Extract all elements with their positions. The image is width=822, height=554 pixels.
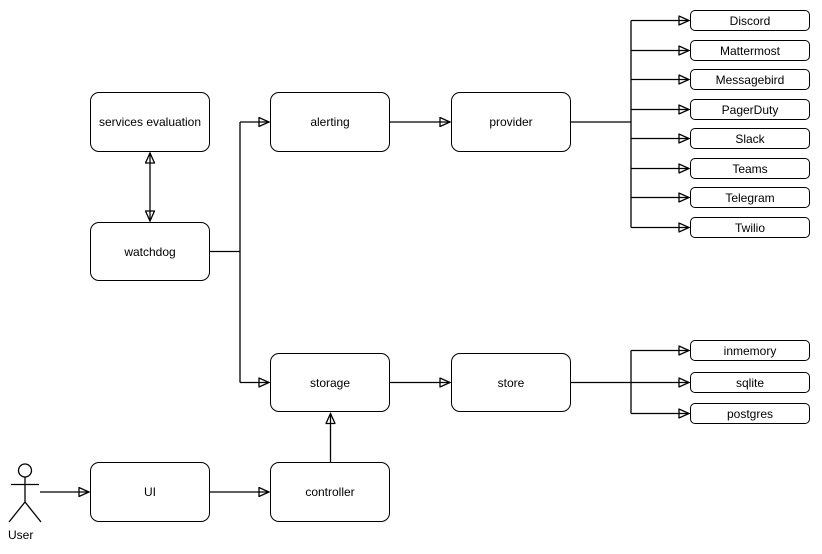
node-alerting-label: alerting bbox=[310, 115, 350, 129]
node-services-evaluation: services evaluation bbox=[90, 92, 210, 152]
node-watchdog: watchdog bbox=[90, 222, 210, 281]
node-watchdog-label: watchdog bbox=[124, 244, 176, 259]
node-postgres: postgres bbox=[690, 403, 810, 424]
node-inmemory: inmemory bbox=[690, 340, 810, 361]
node-store-label: store bbox=[497, 375, 525, 390]
user-actor-icon bbox=[8, 463, 42, 523]
node-teams: Teams bbox=[690, 158, 810, 179]
node-messagebird: Messagebird bbox=[690, 69, 810, 90]
node-storage: storage bbox=[270, 353, 390, 412]
node-twilio: Twilio bbox=[690, 217, 810, 238]
node-ui: UI bbox=[90, 462, 210, 522]
node-controller: controller bbox=[270, 462, 390, 522]
node-controller-label: controller bbox=[305, 485, 355, 499]
node-telegram: Telegram bbox=[690, 187, 810, 208]
node-mattermost: Mattermost bbox=[690, 40, 810, 61]
node-pagerduty: PagerDuty bbox=[690, 99, 810, 120]
node-provider: provider bbox=[451, 92, 571, 152]
node-alerting: alerting bbox=[270, 92, 390, 152]
node-storage-label: storage bbox=[309, 375, 351, 390]
node-slack: Slack bbox=[690, 128, 810, 149]
user-actor-label: User bbox=[8, 528, 34, 542]
node-ui-label: UI bbox=[144, 485, 156, 499]
node-store: store bbox=[451, 353, 571, 412]
node-services-evaluation-label: services evaluation bbox=[98, 115, 202, 129]
node-discord: Discord bbox=[690, 10, 810, 31]
node-sqlite: sqlite bbox=[690, 372, 810, 393]
node-provider-label: provider bbox=[489, 115, 533, 129]
